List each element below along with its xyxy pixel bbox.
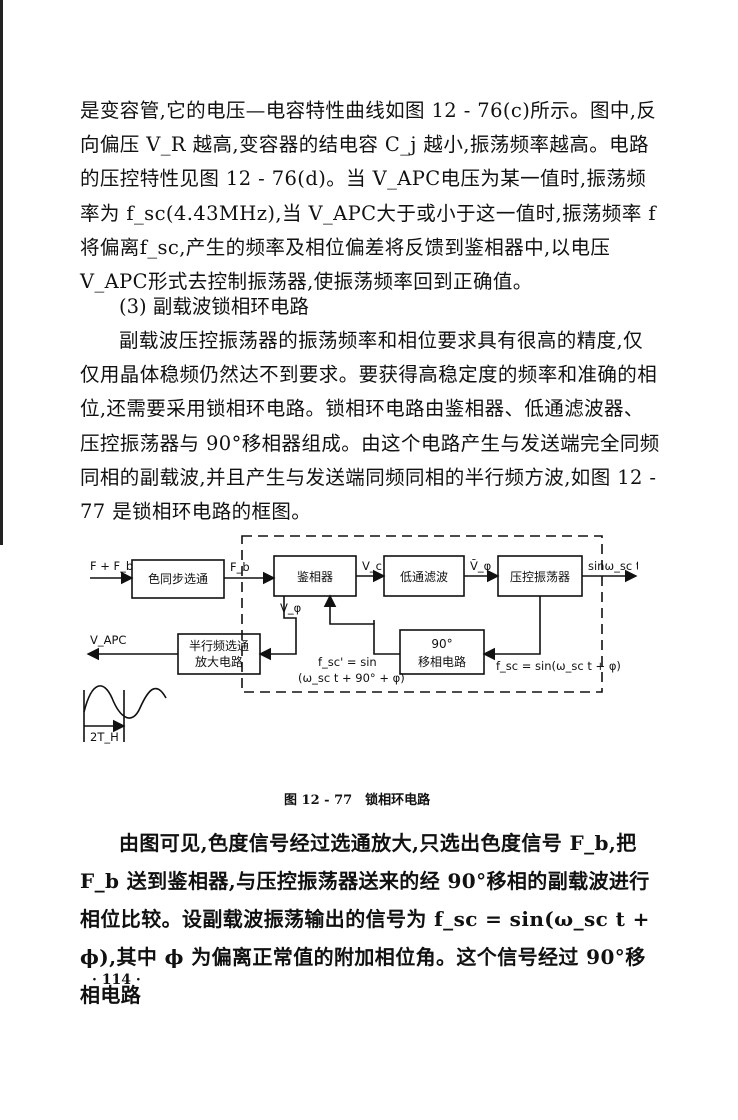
label-fb: F_b (230, 560, 250, 574)
label-period: 2T_H (90, 730, 119, 744)
block-half-line-label-1: 半行频选通 (189, 639, 249, 653)
label-fsc-shift-2: (ω_sc t + 90° + φ) (298, 671, 405, 685)
label-input: F + F_b (90, 559, 133, 573)
block-color-gate-label: 色同步选通 (148, 572, 208, 586)
half-line-waveform (83, 685, 167, 719)
block-lowpass-label: 低通滤波 (400, 570, 448, 584)
figure-caption: 图 12 - 77 锁相环电路 (284, 793, 431, 808)
label-fsc-shift-1: f_sc' = sin (318, 655, 377, 669)
label-vapc: V_APC (90, 633, 126, 647)
pll-dashed-boundary (241, 535, 603, 693)
label-fsc-out: f_sc = sin(ω_sc t + φ) (496, 659, 621, 673)
scan-edge-bar (0, 0, 3, 545)
label-vphi-2: V_φ (280, 601, 301, 615)
block-phase-shift-label-1: 90° (431, 637, 452, 651)
paragraph-2: 副载波压控振荡器的振荡频率和相位要求具有很高的精度,仅仅用晶体稳频仍然达不到要求… (80, 329, 660, 524)
block-half-line-label-2: 放大电路 (195, 654, 243, 669)
paragraph-1: 是变容管,它的电压—电容特性曲线如图 12 - 76(c)所示。图中,反向偏压 … (80, 99, 657, 294)
block-phase-shift-label-2: 移相电路 (418, 654, 466, 669)
block-vco-label: 压控振荡器 (510, 570, 570, 584)
paragraph-3: 由图可见,色度信号经过选通放大,只选出色度信号 F_b,把 F_b 送到鉴相器,… (80, 831, 650, 1007)
label-vphi: V̄_φ (470, 559, 491, 573)
block-phase-detector-label: 鉴相器 (297, 570, 333, 584)
label-vc: V_c (362, 559, 382, 573)
pll-block-diagram: F + F_b F_b V_c V̄_φ sinω_sc t V_φ V_APC… (83, 535, 638, 744)
label-output: sinω_sc t (588, 559, 638, 573)
section-heading: (3) 副载波锁相环电路 (119, 295, 309, 318)
page-number: · 114 · (92, 972, 141, 988)
